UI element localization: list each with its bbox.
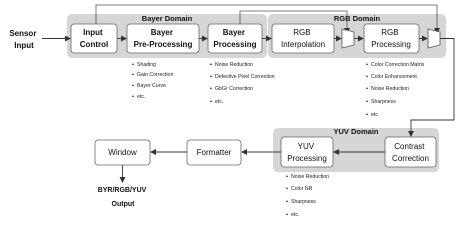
- rgb-processing-line1: RGB: [381, 28, 398, 37]
- rgb-processing-label: RGB Processing: [371, 28, 411, 49]
- bullet-item: etc.: [291, 212, 299, 218]
- arrow-mux2-to-contrast: [408, 38, 455, 137]
- yuv-proc-dots: [286, 175, 288, 216]
- input-control-line2: Control: [80, 40, 108, 49]
- bullet-dot: [210, 87, 212, 90]
- bullet-dot: [366, 100, 368, 103]
- bypass-line-outer: [95, 4, 440, 34]
- output-label: BYR/RGB/YUV Output: [98, 187, 149, 208]
- bullet-dot: [366, 87, 368, 90]
- rgb-proc-bullets: Color Correction Matrix Color Enhancemen…: [371, 62, 426, 118]
- bayer-processing-label: Bayer Processing: [213, 28, 256, 49]
- rgb-domain-title: RGB Domain: [334, 14, 381, 23]
- input-control-label: Input Control: [80, 28, 108, 49]
- bullet-item: Noise Reduction: [215, 62, 253, 68]
- sensor-input-line1: Sensor: [9, 29, 36, 38]
- bullet-item: Sharpness: [291, 199, 316, 205]
- bullet-item: Bayer Curve: [137, 83, 166, 89]
- bullet-dot: [286, 200, 288, 203]
- bayer-preprocessing-label: Bayer Pre-Processing: [134, 28, 193, 49]
- bayer-pre-dots: [132, 63, 134, 98]
- bullet-dot: [286, 175, 288, 178]
- bayer-processing-line2: Processing: [213, 40, 256, 49]
- bayer-proc-dots: [210, 63, 212, 103]
- contrast-correction-label: Contrast Correction: [392, 142, 429, 163]
- rgb-processing-line2: Processing: [371, 40, 411, 49]
- bullet-item: etc: [371, 112, 378, 118]
- isp-pipeline-diagram: Bayer Domain RGB Domain YUV Domain Senso…: [9, 4, 455, 218]
- bullet-dot: [132, 63, 134, 66]
- output-line1: BYR/RGB/YUV: [98, 187, 147, 194]
- bayer-pre-bullets: Shading Gain Correction Bayer Curve etc.: [137, 62, 175, 100]
- bullet-item: Noise Reduction: [291, 174, 329, 180]
- formatter-label: Formatter: [197, 148, 232, 157]
- mux-1: [341, 28, 355, 49]
- rgb-interpolation-line1: RGB: [293, 28, 310, 37]
- yuv-processing-label: YUV Processing: [287, 142, 327, 163]
- bullet-dot: [132, 84, 134, 87]
- sensor-input-line2: Input: [14, 41, 34, 50]
- bullet-dot: [132, 73, 134, 76]
- bullet-dot: [286, 187, 288, 190]
- rgb-interpolation-label: RGB Interpolation: [281, 28, 325, 49]
- rgb-proc-dots: [366, 63, 368, 116]
- sensor-input-label: Sensor Input: [9, 29, 38, 50]
- yuv-processing-line2: Processing: [287, 154, 327, 163]
- window-label: Window: [108, 148, 137, 157]
- mux-2: [427, 28, 441, 49]
- bullet-item: Color NR: [291, 186, 313, 192]
- yuv-processing-line1: YUV: [298, 142, 315, 151]
- rgb-interpolation-line2: Interpolation: [281, 40, 325, 49]
- bullet-dot: [366, 63, 368, 66]
- bullet-item: Color Enhancement: [371, 74, 417, 80]
- bayer-domain-title: Bayer Domain: [142, 14, 193, 23]
- bayer-proc-bullets: Noise Reduction Defective Pixel Correcti…: [215, 62, 276, 105]
- bayer-processing-line1: Bayer: [223, 28, 245, 37]
- bullet-dot: [210, 75, 212, 78]
- bullet-dot: [366, 113, 368, 116]
- bullet-item: Noise Reduction: [371, 86, 409, 92]
- bullet-item: GbGr Correction: [215, 86, 253, 92]
- bullet-dot: [210, 63, 212, 66]
- output-line2: Output: [112, 201, 136, 208]
- bullet-item: Defective Pixel Correction: [215, 74, 275, 80]
- bullet-item: Sharpness: [371, 99, 396, 105]
- yuv-domain-title: YUV Domain: [333, 127, 378, 136]
- bullet-item: Color Correction Matrix: [371, 62, 425, 68]
- input-control-line1: Input: [83, 28, 103, 37]
- bullet-dot: [366, 75, 368, 78]
- bullet-item: Gain Correction: [137, 72, 173, 78]
- bullet-dot: [132, 95, 134, 98]
- bayer-preprocessing-line1: Bayer: [151, 28, 173, 37]
- bypass-line-inner: [239, 10, 350, 34]
- bayer-preprocessing-line2: Pre-Processing: [134, 40, 193, 49]
- bullet-item: etc.: [215, 99, 223, 105]
- bullet-dot: [286, 213, 288, 216]
- contrast-correction-line2: Correction: [392, 154, 429, 163]
- bullet-dot: [210, 100, 212, 103]
- bullet-item: Shading: [137, 62, 156, 68]
- bullet-item: etc.: [137, 94, 145, 100]
- yuv-proc-bullets: Noise Reduction Color NR Sharpness etc.: [291, 174, 331, 218]
- contrast-correction-line1: Contrast: [394, 142, 425, 151]
